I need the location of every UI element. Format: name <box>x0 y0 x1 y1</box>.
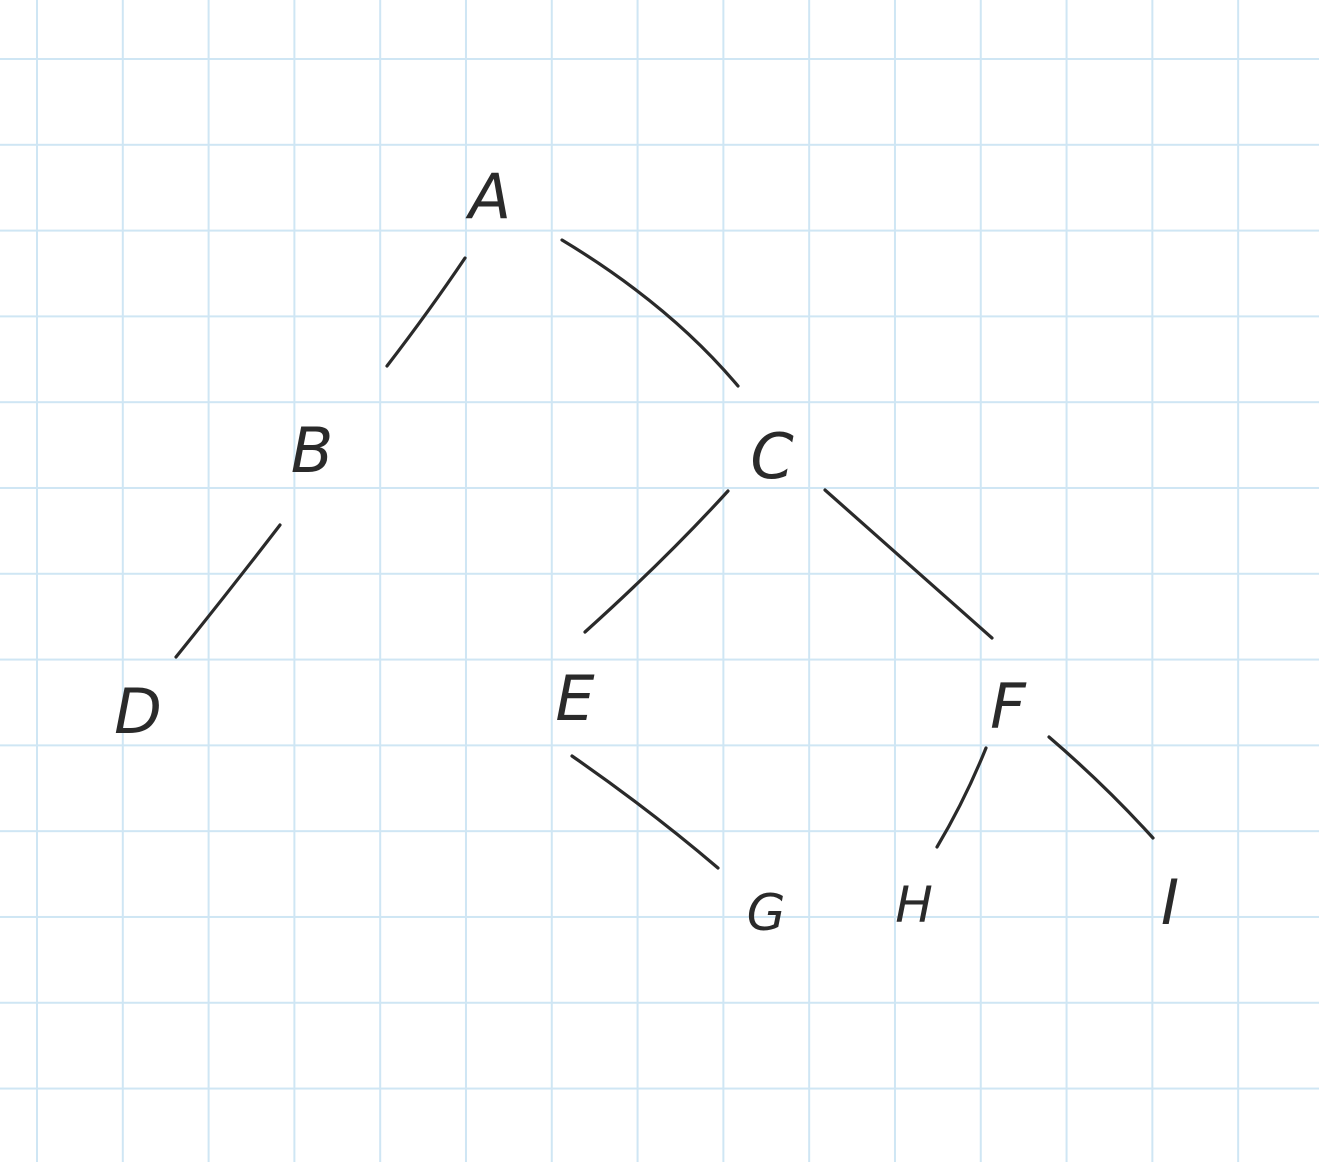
node-b: B <box>291 414 334 487</box>
node-h: H <box>895 876 933 934</box>
node-a: A <box>465 160 511 233</box>
node-g: G <box>747 884 786 942</box>
edge-f-h <box>935 746 988 849</box>
node-d: D <box>114 675 162 748</box>
edge-b-d <box>174 523 282 659</box>
edge-c-f <box>823 488 994 640</box>
node-e: E <box>555 662 595 735</box>
node-i: I <box>1161 866 1179 939</box>
edge-f-i <box>1047 735 1155 840</box>
edge-c-e <box>583 489 730 634</box>
edge-a-c <box>560 238 740 388</box>
node-f: F <box>990 670 1027 743</box>
node-c: C <box>750 420 794 493</box>
edge-e-g <box>570 754 720 870</box>
edge-a-b <box>385 256 467 368</box>
